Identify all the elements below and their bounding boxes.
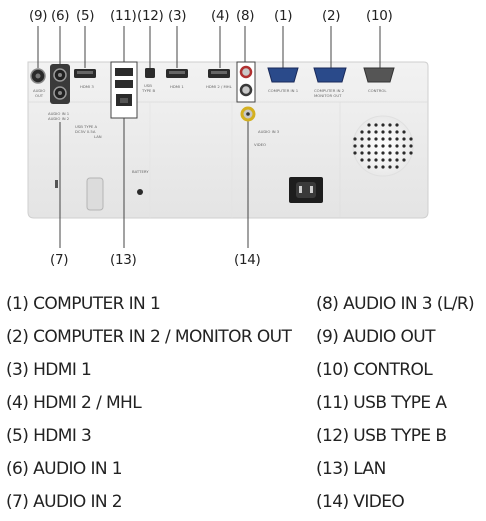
svg-text:HDMI 3: HDMI 3 xyxy=(80,84,94,89)
legend-item-10: (10) CONTROL xyxy=(316,360,433,380)
legend-item-2: (2) COMPUTER IN 2 / MONITOR OUT xyxy=(6,327,292,347)
svg-text:LAN: LAN xyxy=(94,134,102,139)
control-port xyxy=(363,67,395,83)
svg-text:DC5V 0.5A: DC5V 0.5A xyxy=(75,129,96,134)
callout-4: (4) xyxy=(211,8,230,24)
callout-6: (6) xyxy=(51,8,70,24)
callout-11: (11) xyxy=(110,8,137,24)
legend-item-12: (12) USB TYPE B xyxy=(316,426,447,446)
callout-3: (3) xyxy=(168,8,187,24)
callout-1: (1) xyxy=(274,8,293,24)
svg-text:TYPE B: TYPE B xyxy=(141,88,156,93)
legend-item-9: (9) AUDIO OUT xyxy=(316,327,435,347)
legend-item-13: (13) LAN xyxy=(316,459,386,479)
svg-text:USB TYPE A: USB TYPE A xyxy=(75,124,98,129)
callout-12: (12) xyxy=(137,8,164,24)
svg-text:MONITOR OUT: MONITOR OUT xyxy=(314,93,342,98)
legend-item-11: (11) USB TYPE A xyxy=(316,393,447,413)
legend-item-7: (7) AUDIO IN 2 xyxy=(6,492,123,512)
callout-5: (5) xyxy=(76,8,95,24)
svg-text:BATTERY: BATTERY xyxy=(132,169,149,174)
callout-8: (8) xyxy=(236,8,255,24)
usb-a-port-2 xyxy=(115,80,133,88)
callout-14: (14) xyxy=(234,252,261,268)
computer-in-1-port xyxy=(267,67,299,83)
legend-item-3: (3) HDMI 1 xyxy=(6,360,92,380)
legend-item-8: (8) AUDIO IN 3 (L/R) xyxy=(316,294,475,314)
callout-13: (13) xyxy=(110,252,137,268)
callout-9: (9) xyxy=(29,8,48,24)
svg-text:AUDIO IN 3: AUDIO IN 3 xyxy=(258,129,280,134)
svg-text:OUT: OUT xyxy=(35,93,44,98)
legend-item-1: (1) COMPUTER IN 1 xyxy=(6,294,161,314)
svg-text:HDMI 1: HDMI 1 xyxy=(170,84,184,89)
audio-in-3-left-jack xyxy=(239,65,253,79)
callout-10: (10) xyxy=(366,8,393,24)
usb-b-port xyxy=(145,68,155,78)
adjuster-foot xyxy=(86,177,104,211)
usb-a-port-1 xyxy=(115,68,133,76)
svg-text:COMPUTER IN 1: COMPUTER IN 1 xyxy=(268,88,299,93)
svg-text:AUDIO IN 2: AUDIO IN 2 xyxy=(48,116,70,121)
svg-text:HDMI 2 / MHL: HDMI 2 / MHL xyxy=(206,84,233,89)
svg-text:USB: USB xyxy=(144,83,152,88)
callout-7: (7) xyxy=(50,252,69,268)
svg-text:COMPUTER IN 2: COMPUTER IN 2 xyxy=(314,88,345,93)
svg-text:CONTROL: CONTROL xyxy=(368,88,387,93)
legend-item-14: (14) VIDEO xyxy=(316,492,405,512)
legend-item-4: (4) HDMI 2 / MHL xyxy=(6,393,142,413)
audio-in-3-right-jack xyxy=(239,83,253,97)
legend-item-6: (6) AUDIO IN 1 xyxy=(6,459,123,479)
svg-text:AUDIO IN 1: AUDIO IN 1 xyxy=(48,111,70,116)
computer-in-2-port xyxy=(313,67,347,83)
security-slot xyxy=(137,189,143,195)
svg-text:VIDEO: VIDEO xyxy=(254,142,266,147)
svg-text:AUDIO: AUDIO xyxy=(33,88,45,93)
callout-2: (2) xyxy=(322,8,341,24)
legend-item-5: (5) HDMI 3 xyxy=(6,426,92,446)
